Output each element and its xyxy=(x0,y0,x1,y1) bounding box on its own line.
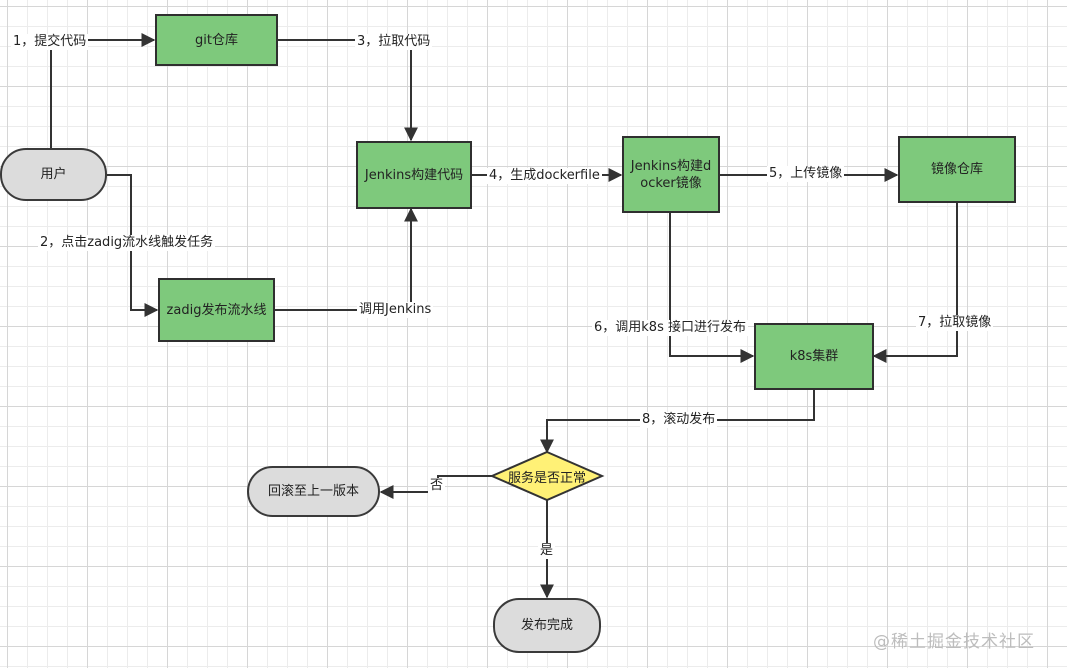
k8s-cluster-node: k8s集群 xyxy=(754,323,874,390)
edge-image-build-to-k8s xyxy=(669,213,755,363)
release-done-node: 发布完成 xyxy=(493,598,601,653)
edge-user-to-git xyxy=(50,33,156,148)
edge-label-step3: 3，拉取代码 xyxy=(355,34,433,50)
edge-repo-to-k8s xyxy=(872,203,958,363)
zadig-pipeline-node: zadig发布流水线 xyxy=(158,278,275,342)
edge-label-step4: 4，生成dockerfile xyxy=(487,168,602,184)
edge-label-step2: 2，点击zadig流水线触发任务 xyxy=(38,235,216,251)
jenkins-build-image-node: Jenkins构建docker镜像 xyxy=(622,136,720,213)
edge-zadig-to-jenkins xyxy=(275,207,418,311)
edge-label-yes: 是 xyxy=(538,543,556,559)
edge-label-step8: 8，滚动发布 xyxy=(640,412,718,428)
image-repo-node: 镜像仓库 xyxy=(898,136,1016,203)
edge-git-to-jenkins xyxy=(278,39,418,142)
decision-diamond xyxy=(489,450,605,502)
service-check-label: 服务是否正常 xyxy=(507,470,586,486)
edge-label-step1: 1，提交代码 xyxy=(11,34,89,50)
edge-label-no: 否 xyxy=(428,478,446,494)
edge-label-step5: 5，上传镜像 xyxy=(767,166,845,182)
rollback-node: 回滚至上一版本 xyxy=(247,466,380,517)
edge-label-step7: 7，拉取镜像 xyxy=(916,315,994,331)
edge-label-step6: 6，调用k8s 接口进行发布 xyxy=(592,320,748,336)
watermark: @稀土掘金技术社区 xyxy=(873,632,1035,652)
user-node: 用户 xyxy=(0,148,107,201)
jenkins-build-code-node: Jenkins构建代码 xyxy=(356,141,472,209)
git-repo-node: git仓库 xyxy=(155,14,278,66)
edge-label-call-jenkins: 调用Jenkins xyxy=(357,302,434,318)
